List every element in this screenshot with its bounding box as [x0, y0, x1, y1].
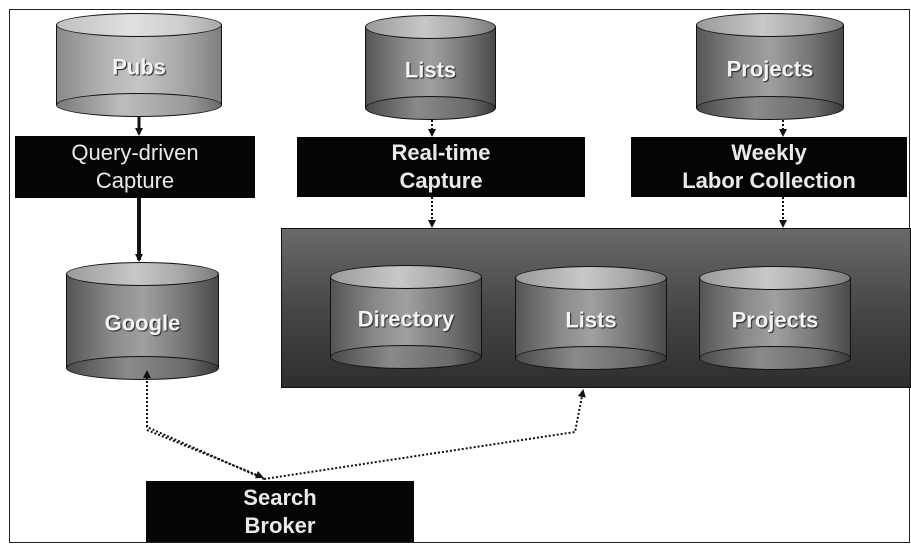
projects-index-label: Projects — [731, 307, 819, 333]
projects-index-database: Projects — [699, 266, 851, 370]
weekly-labor-collection-line1: Weekly — [731, 140, 807, 165]
lists-index-database: Lists — [515, 266, 667, 370]
google-index-database: Google — [66, 262, 219, 380]
pubs-label: Pubs — [112, 54, 166, 80]
lists-source-database: Lists — [365, 15, 496, 120]
search-broker-line1: Search — [243, 484, 317, 510]
broker-to-google-connector — [143, 370, 265, 480]
broker-to-group-connector — [263, 389, 586, 480]
real-time-capture-box: Real-time Capture — [297, 137, 585, 197]
pubs-database: Pubs — [56, 13, 222, 117]
query-driven-capture-box: Query-driven Capture — [15, 136, 255, 198]
google-to-broker-connector — [146, 429, 264, 479]
weekly-labor-collection-box: Weekly Labor Collection — [631, 137, 907, 197]
real-time-capture-line2: Capture — [399, 168, 483, 193]
search-broker-line2: Broker — [244, 512, 316, 538]
real-time-capture-line1: Real-time — [391, 140, 491, 165]
google-label: Google — [104, 310, 181, 336]
search-broker-box: Search Broker — [146, 481, 414, 542]
query-driven-capture-line2: Capture — [95, 168, 175, 193]
lists-index-label: Lists — [565, 307, 617, 333]
directory-database: Directory — [330, 265, 482, 369]
projects-source-label: Projects — [726, 56, 814, 82]
weekly-labor-collection-line2: Labor Collection — [682, 168, 856, 193]
projects-source-database: Projects — [696, 13, 844, 120]
lists-source-label: Lists — [404, 57, 457, 83]
query-driven-capture-line1: Query-driven — [71, 140, 199, 165]
directory-label: Directory — [357, 306, 455, 332]
